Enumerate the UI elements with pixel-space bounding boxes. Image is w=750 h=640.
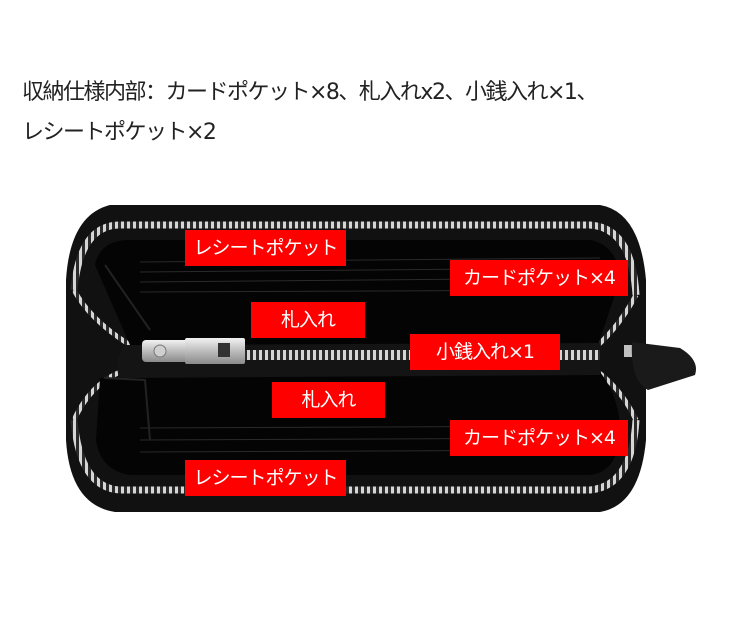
label-card-pocket-bottom: カードポケット×4 [450,420,628,456]
label-receipt-pocket-bottom: レシートポケット [185,460,346,496]
label-coin-purse: 小銭入れ×1 [410,334,560,370]
label-bill-compartment-lower: 札入れ [272,382,385,418]
label-card-pocket-top: カードポケット×4 [450,260,628,296]
spec-caption-line1: 収納仕様内部：カードポケット×8、札入れx2、小銭入れ×1、 [22,80,598,105]
zipper-tag [624,342,696,390]
spec-caption-line2: レシートポケット×2 [22,120,217,145]
label-receipt-pocket-top: レシートポケット [185,230,346,266]
label-bill-compartment-upper: 札入れ [251,302,365,338]
